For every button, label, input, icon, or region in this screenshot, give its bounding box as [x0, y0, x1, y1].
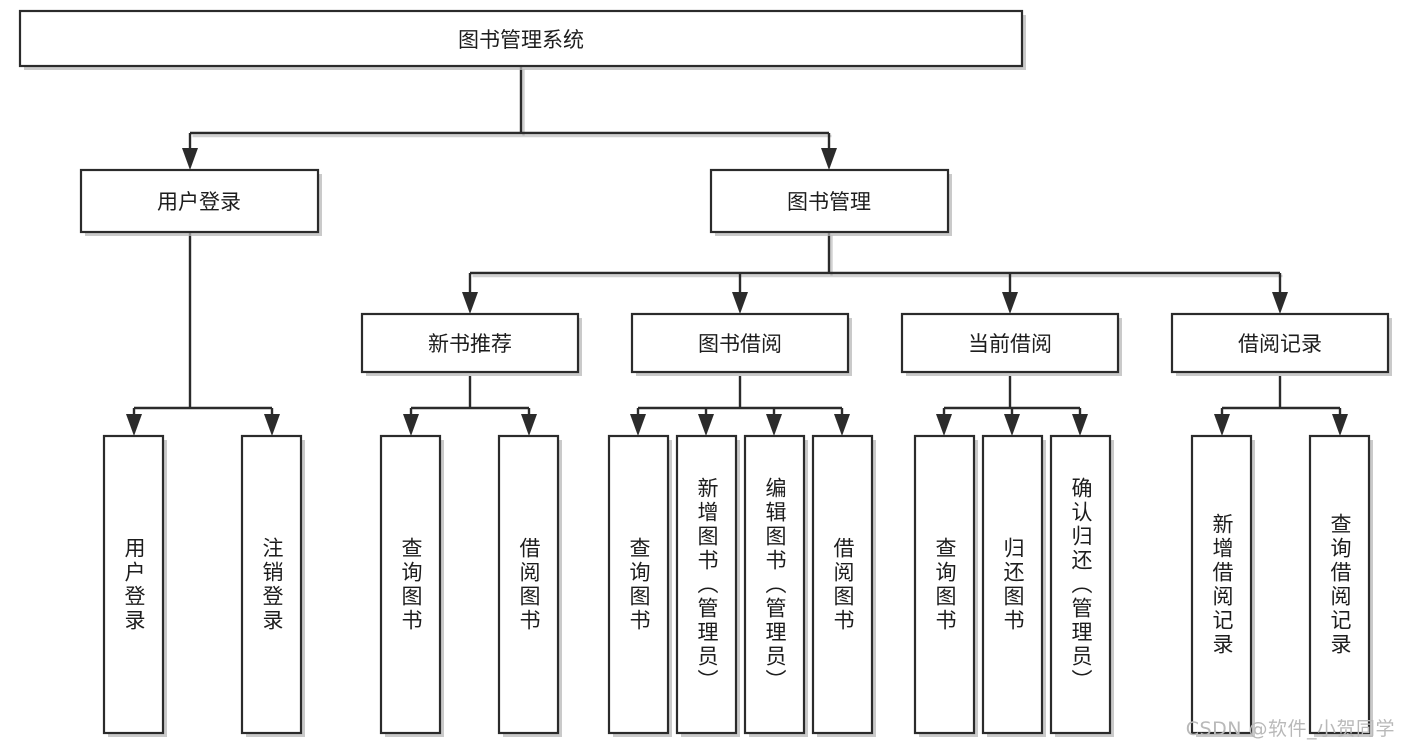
node-borrow-record-label: 借阅记录	[1238, 332, 1322, 356]
arrow-mgmt-to-new-book	[462, 292, 478, 314]
arrow-login-leaf-1	[126, 414, 142, 436]
leaf-book-borrow-2-box[interactable]	[675, 434, 738, 735]
arrow-newbook-leaf-1	[403, 414, 419, 436]
arrow-current-leaf-2	[1004, 414, 1020, 436]
node-borrow-record-box[interactable]	[1170, 312, 1390, 374]
arrow-mgmt-to-current	[1002, 292, 1018, 314]
node-current-borrow-label: 当前借阅	[968, 332, 1052, 356]
edge-group-book-mgmt	[462, 232, 1288, 314]
node-root-box[interactable]	[18, 9, 1024, 68]
node-book-borrow[interactable]: 图书借阅	[630, 312, 852, 376]
node-new-book-recommend-label: 新书推荐	[428, 332, 512, 356]
arrow-current-leaf-3	[1072, 414, 1088, 436]
arrow-mgmt-to-record	[1272, 292, 1288, 314]
csdn-watermark: CSDN @软件_小贺同学	[1185, 718, 1395, 740]
node-book-borrow-box[interactable]	[630, 312, 850, 374]
node-user-login-label: 用户登录	[157, 190, 241, 214]
arrow-root-to-mgmt	[821, 148, 837, 170]
edge-group-new-book	[403, 376, 537, 436]
arrow-current-leaf-1	[936, 414, 952, 436]
node-book-management[interactable]: 图书管理	[709, 168, 952, 236]
node-root[interactable]: 图书管理系统	[18, 9, 1026, 70]
edge-group-user-login	[126, 232, 280, 436]
leaf-current-borrow-3-box[interactable]	[1049, 434, 1112, 735]
arrow-borrow-leaf-1	[630, 414, 646, 436]
leaf-node-book-borrow-3[interactable]	[743, 434, 808, 737]
arrow-record-leaf-1	[1214, 414, 1230, 436]
leaf-node-current-borrow-1[interactable]	[913, 434, 978, 737]
leaf-user-login-2-box[interactable]	[240, 434, 303, 735]
node-root-label: 图书管理系统	[458, 28, 584, 52]
edge-group-borrow-record	[1214, 376, 1348, 436]
arrow-borrow-leaf-4	[834, 414, 850, 436]
leaf-node-book-borrow-1[interactable]	[607, 434, 672, 737]
arrow-mgmt-to-borrow	[732, 292, 748, 314]
leaf-node-new-book-2[interactable]	[497, 434, 562, 737]
leaf-current-borrow-1-box[interactable]	[913, 434, 976, 735]
edge-group-book-borrow	[630, 376, 850, 436]
leaf-borrow-record-1-box[interactable]	[1190, 434, 1253, 735]
arrow-login-leaf-2	[264, 414, 280, 436]
arrow-root-to-login	[182, 148, 198, 170]
node-user-login[interactable]: 用户登录	[79, 168, 322, 236]
arrow-newbook-leaf-2	[521, 414, 537, 436]
leaf-node-book-borrow-4[interactable]	[811, 434, 876, 737]
leaf-borrow-record-2-box[interactable]	[1308, 434, 1371, 735]
node-new-book-recommend[interactable]: 新书推荐	[360, 312, 582, 376]
leaf-book-borrow-1-box[interactable]	[607, 434, 670, 735]
leaf-current-borrow-2-box[interactable]	[981, 434, 1044, 735]
arrow-borrow-leaf-2	[698, 414, 714, 436]
node-book-management-label: 图书管理	[787, 190, 871, 214]
node-borrow-record[interactable]: 借阅记录	[1170, 312, 1392, 376]
leaf-book-borrow-3-box[interactable]	[743, 434, 806, 735]
leaf-node-current-borrow-2[interactable]	[981, 434, 1046, 737]
node-current-borrow[interactable]: 当前借阅	[900, 312, 1122, 376]
leaf-node-user-login-1[interactable]	[102, 434, 167, 737]
leaf-book-borrow-4-box[interactable]	[811, 434, 874, 735]
leaf-new-book-2-box[interactable]	[497, 434, 560, 735]
node-book-borrow-label: 图书借阅	[698, 332, 782, 356]
leaf-node-user-login-2[interactable]	[240, 434, 305, 737]
arrow-record-leaf-2	[1332, 414, 1348, 436]
node-current-borrow-box[interactable]	[900, 312, 1120, 374]
leaf-user-login-1-box[interactable]	[102, 434, 165, 735]
edge-group-current-borrow	[936, 376, 1088, 436]
leaf-node-new-book-1[interactable]	[379, 434, 444, 737]
node-book-management-box[interactable]	[709, 168, 950, 234]
leaf-node-book-borrow-2[interactable]	[675, 434, 740, 737]
leaf-node-current-borrow-3[interactable]	[1049, 434, 1114, 737]
node-user-login-box[interactable]	[79, 168, 320, 234]
arrow-borrow-leaf-3	[766, 414, 782, 436]
edge-group-root	[182, 66, 837, 170]
leaf-node-borrow-record-1[interactable]	[1190, 434, 1255, 737]
leaf-node-borrow-record-2[interactable]	[1308, 434, 1373, 737]
leaf-new-book-1-box[interactable]	[379, 434, 442, 735]
node-new-book-recommend-box[interactable]	[360, 312, 580, 374]
